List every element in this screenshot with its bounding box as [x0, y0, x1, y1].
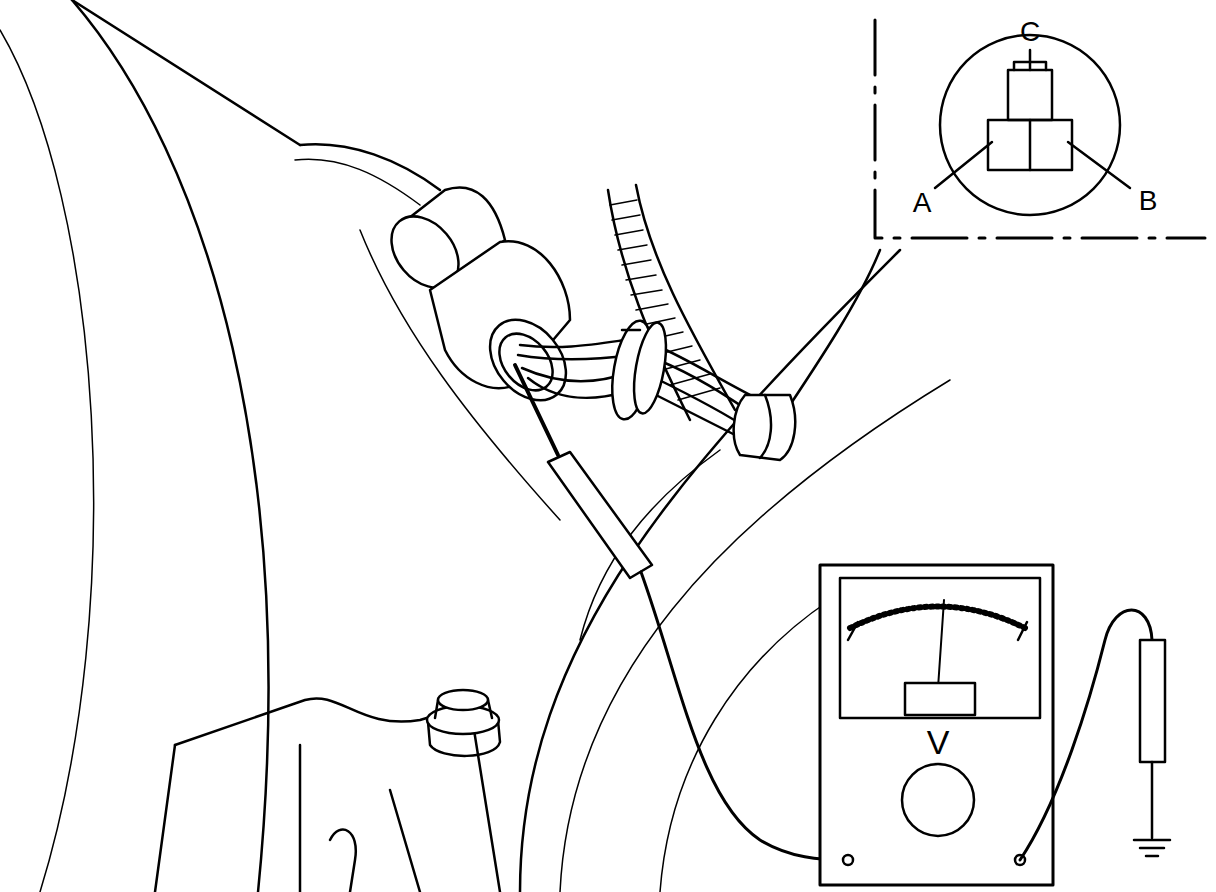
hose-arc: [780, 250, 880, 420]
cable-sleeve: [734, 395, 796, 460]
cable-edge: [300, 144, 440, 190]
grommet: [606, 318, 672, 423]
pin-label: A: [913, 189, 932, 217]
pin-label: B: [1139, 187, 1158, 215]
ground-probe: [1020, 610, 1170, 860]
bracket: [155, 690, 500, 892]
test-probe: [515, 365, 848, 860]
cable-edge: [295, 159, 420, 205]
hose-arc: [660, 600, 830, 892]
housing-outline: [72, 0, 268, 892]
hose-arc: [580, 450, 720, 640]
pin-inset: [875, 20, 1205, 238]
pin-label: C: [1020, 18, 1040, 46]
meter-label: V: [927, 725, 950, 759]
housing-inner: [0, 30, 94, 892]
voltmeter: [820, 565, 1053, 885]
housing-edge: [72, 0, 300, 145]
connector: [378, 187, 582, 415]
